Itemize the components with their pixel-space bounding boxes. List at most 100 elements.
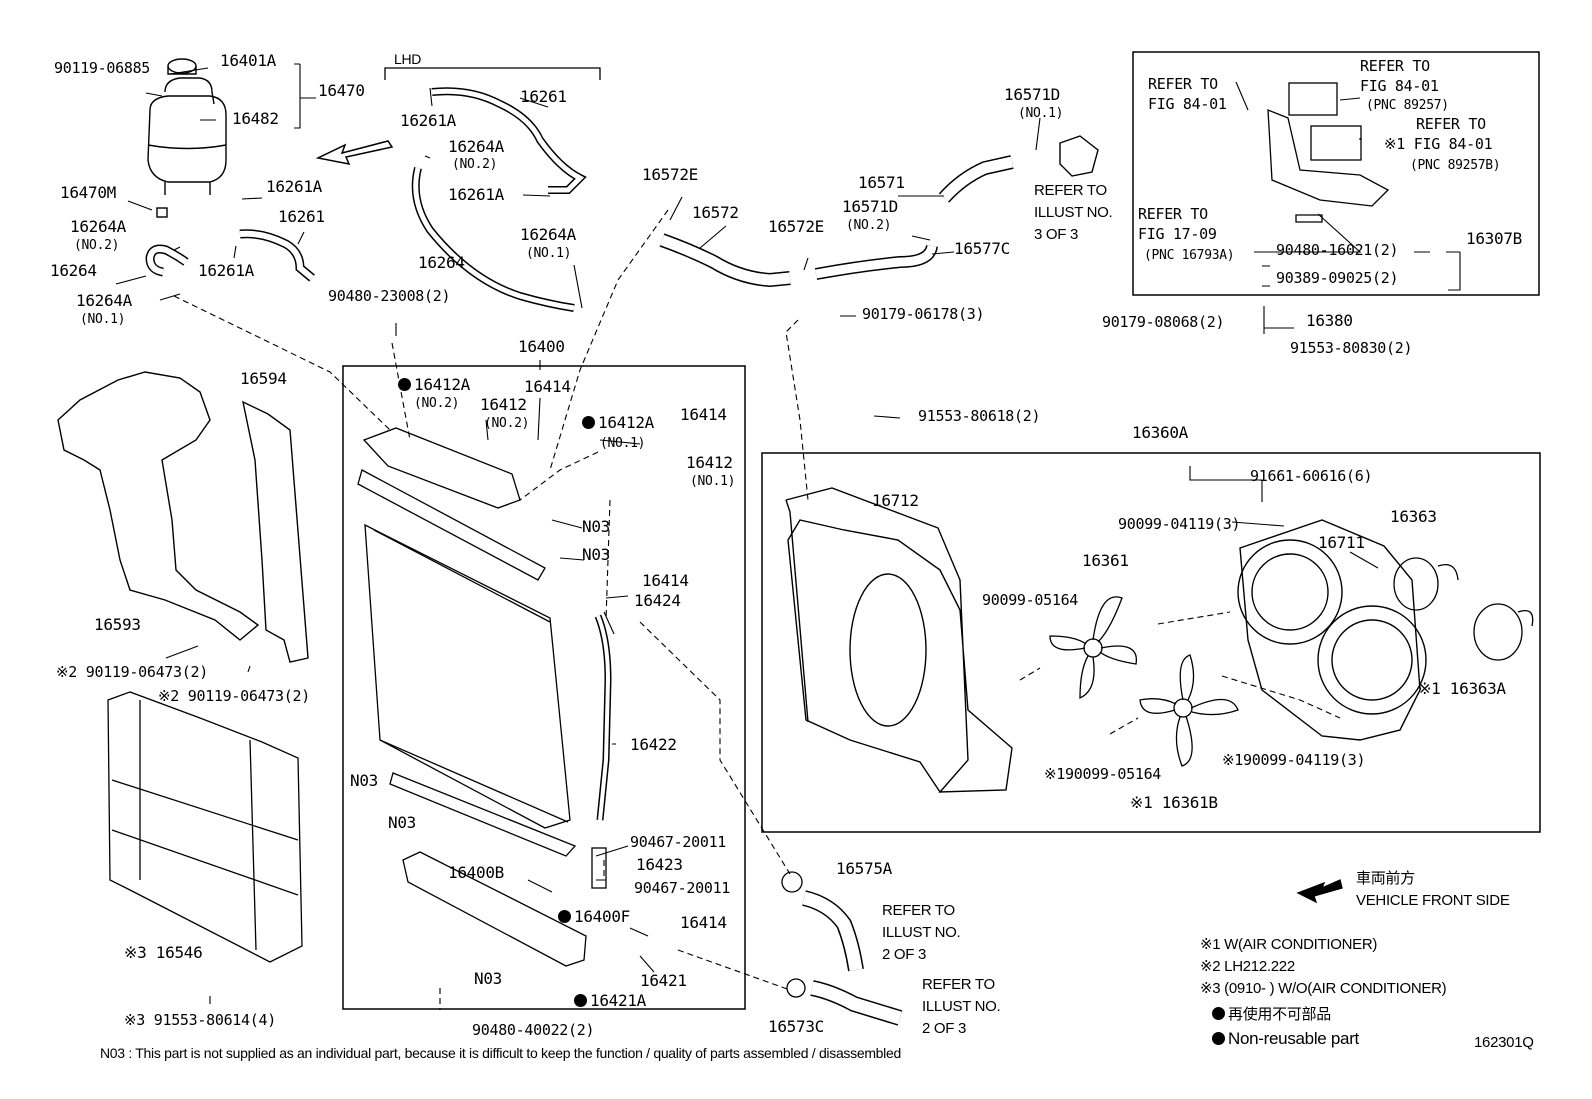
label-16261A-a: 16261A bbox=[266, 177, 322, 196]
label-no2-b: (NO.2) bbox=[452, 157, 498, 172]
label-16577C: 16577C bbox=[954, 239, 1010, 258]
label-90467-20011-b: 90467-20011 bbox=[634, 879, 731, 897]
label-90099-04119-a: 90099-04119(3) bbox=[1118, 515, 1241, 533]
label-refer-illust-2a1: REFER TO bbox=[882, 902, 955, 919]
label-16400: 16400 bbox=[518, 337, 565, 356]
label-90099-05164-a: 90099-05164 bbox=[982, 591, 1079, 609]
label-16400F: 16400F bbox=[558, 908, 630, 926]
reservoir-tank bbox=[147, 58, 227, 218]
label-16264A-no2-b: 16264A bbox=[448, 137, 504, 156]
label-16361: 16361 bbox=[1082, 551, 1129, 570]
label-refer-illust-3c: 3 OF 3 bbox=[1034, 226, 1079, 243]
label-16572E-b: 16572E bbox=[768, 217, 824, 236]
label-16593: 16593 bbox=[94, 615, 141, 634]
vehicle-front-en: VEHICLE FRONT SIDE bbox=[1356, 892, 1510, 909]
shroud-16593 bbox=[57, 371, 260, 641]
label-refer-illust-3a: REFER TO bbox=[1034, 182, 1107, 199]
valve-part bbox=[1059, 135, 1099, 177]
label-16470M: 16470M bbox=[60, 183, 116, 202]
label-16361B: ※1 16361B bbox=[1130, 793, 1218, 812]
label-refer-illust-2b1: REFER TO bbox=[922, 976, 995, 993]
label-16414-c: 16414 bbox=[642, 571, 689, 590]
label-16363A: ※1 16363A bbox=[1418, 679, 1506, 698]
label-refer-fig-b1: REFER TO bbox=[1360, 57, 1430, 75]
label-90179-08068: 90179-08068(2) bbox=[1102, 313, 1225, 331]
label-16571D-b: 16571D bbox=[842, 197, 898, 216]
label-16414-b: 16414 bbox=[680, 405, 727, 424]
grille-16546 bbox=[107, 691, 303, 963]
label-16572E-a: 16572E bbox=[642, 165, 698, 184]
radiator-core bbox=[357, 427, 587, 967]
label-N03-a: N03 bbox=[582, 517, 610, 536]
label-90480-40022: 90480-40022(2) bbox=[472, 1021, 595, 1039]
fan-16361B bbox=[1139, 654, 1239, 767]
label-no2-d: (NO.2) bbox=[414, 396, 460, 411]
note-1: ※1 W(AIR CONDITIONER) bbox=[1200, 936, 1378, 953]
label-16482: 16482 bbox=[232, 109, 279, 128]
radiator-assembly-frame bbox=[342, 365, 746, 1010]
label-16400B: 16400B bbox=[448, 863, 504, 882]
label-16360A: 16360A bbox=[1132, 423, 1188, 442]
label-refer-fig-c2: ※1 FIG 84-01 bbox=[1384, 135, 1493, 153]
label-16573C: 16573C bbox=[768, 1017, 824, 1036]
label-90179-06178: 90179-06178(3) bbox=[862, 305, 985, 323]
label-90467-20011-a: 90467-20011 bbox=[630, 833, 727, 851]
label-90119-06885: 90119-06885 bbox=[54, 59, 151, 77]
label-N03-c: N03 bbox=[350, 771, 378, 790]
legend-nonreusable-en: Non-reusable part bbox=[1212, 1030, 1359, 1048]
label-16264A-no1-b: 16264A bbox=[520, 225, 576, 244]
label-91661-60616: 91661-60616(6) bbox=[1250, 467, 1373, 485]
label-90480-23008: 90480-23008(2) bbox=[328, 287, 451, 305]
label-refer-fig-a2: FIG 84-01 bbox=[1148, 95, 1227, 113]
label-16423: 16423 bbox=[636, 855, 683, 874]
label-refer-illust-2b2: ILLUST NO. bbox=[922, 998, 1001, 1015]
label-16261-b: 16261 bbox=[520, 87, 567, 106]
label-16412A-no1: 16412A bbox=[582, 414, 654, 432]
hose-16423 bbox=[591, 847, 607, 889]
bracket-assembly-frame bbox=[1132, 51, 1540, 296]
label-91553-80618: 91553-80618(2) bbox=[918, 407, 1041, 425]
label-16572: 16572 bbox=[692, 203, 739, 222]
dashed-guide-lines bbox=[173, 209, 1341, 1010]
label-16712: 16712 bbox=[872, 491, 919, 510]
label-no2-a: (NO.2) bbox=[74, 238, 120, 253]
label-refer-fig-d2: FIG 17-09 bbox=[1138, 225, 1217, 243]
label-no1-b: (NO.1) bbox=[526, 246, 572, 261]
label-16571: 16571 bbox=[858, 173, 905, 192]
vehicle-front-jp: 車両前方 bbox=[1356, 870, 1415, 887]
label-90119-06473-b: ※2 90119-06473(2) bbox=[158, 687, 310, 705]
label-16412A-no2: 16412A bbox=[398, 376, 470, 394]
label-16424: 16424 bbox=[634, 591, 681, 610]
label-16470: 16470 bbox=[318, 81, 365, 100]
label-16414-a: 16414 bbox=[524, 377, 571, 396]
label-16261A-d: 16261A bbox=[448, 185, 504, 204]
label-refer-illust-2a3: 2 OF 3 bbox=[882, 946, 927, 963]
label-16414-d: 16414 bbox=[680, 913, 727, 932]
fan-shroud-16711 bbox=[1237, 519, 1427, 741]
shroud-16594 bbox=[242, 400, 309, 663]
fan-shroud-assembly-frame bbox=[761, 452, 1541, 833]
note-2: ※2 LH212.222 bbox=[1200, 958, 1295, 975]
label-90119-06473-a: ※2 90119-06473(2) bbox=[56, 663, 208, 681]
arrow-to-front bbox=[315, 140, 394, 166]
label-91553-80830: 91553-80830(2) bbox=[1290, 339, 1413, 357]
label-pnc-16793A: (PNC 16793A) bbox=[1144, 248, 1235, 263]
label-no1-d: (NO.1) bbox=[600, 436, 646, 451]
fan-shroud-16712 bbox=[785, 487, 1013, 793]
label-16594: 16594 bbox=[240, 369, 287, 388]
label-16264-a: 16264 bbox=[50, 261, 97, 280]
label-no2-e: (NO.2) bbox=[484, 416, 530, 431]
label-no1-e: (NO.1) bbox=[690, 474, 736, 489]
label-16380: 16380 bbox=[1306, 311, 1353, 330]
footer-note: N03 : This part is not supplied as an in… bbox=[100, 1045, 901, 1061]
label-16264-b: 16264 bbox=[418, 253, 465, 272]
legend-nonreusable-jp: 再使用不可部品 bbox=[1212, 1006, 1331, 1024]
label-16261A-c: 16261A bbox=[400, 111, 456, 130]
motor-16363 bbox=[1393, 557, 1459, 611]
label-16363: 16363 bbox=[1390, 507, 1437, 526]
label-16412-no1: 16412 bbox=[686, 453, 733, 472]
label-no1-a: (NO.1) bbox=[80, 312, 126, 327]
label-pnc-89257B: (PNC 89257B) bbox=[1410, 158, 1501, 173]
label-N03-d: N03 bbox=[388, 813, 416, 832]
label-refer-fig-d1: REFER TO bbox=[1138, 205, 1208, 223]
